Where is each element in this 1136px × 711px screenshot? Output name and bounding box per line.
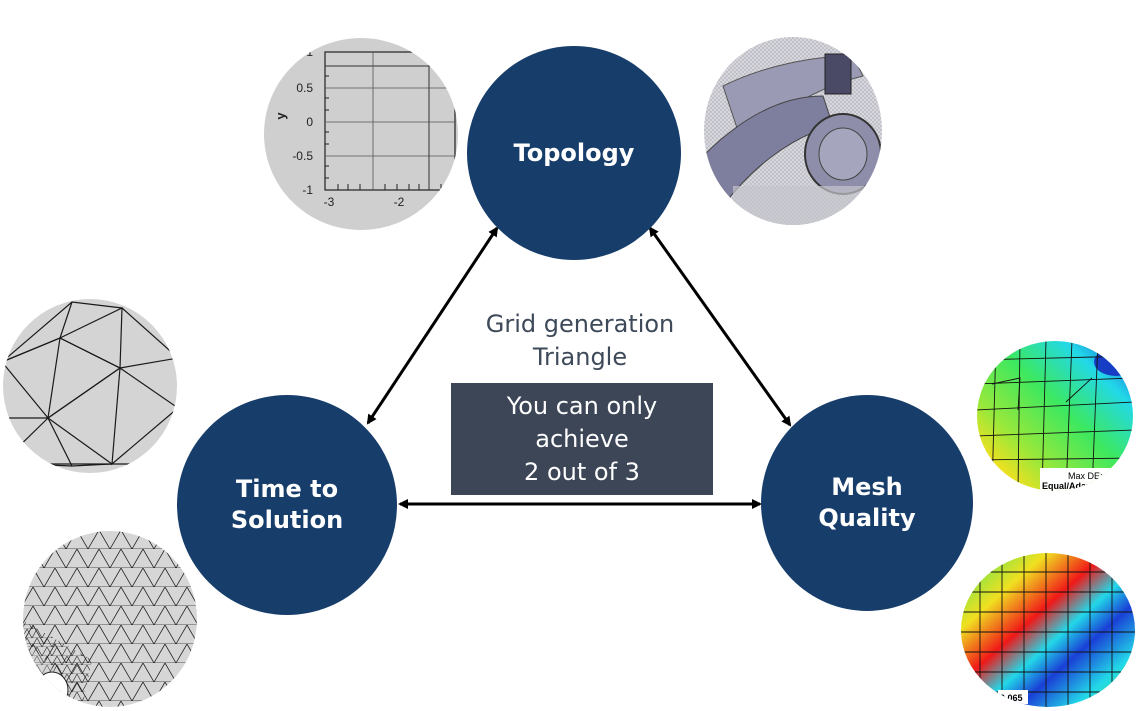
contour-bottom-label: 0.065 — [1000, 693, 1023, 703]
grid-plot-ytick: -0.5 — [292, 149, 313, 163]
center-title: Grid generation Triangle — [485, 310, 675, 371]
grid-plot-ytick: -1 — [302, 183, 313, 197]
contour-top-legend-line2: Equal/Adapted — [1042, 481, 1105, 491]
topology-node: Topology — [467, 46, 681, 260]
time-to-solution-node: Time to Solution — [177, 395, 397, 615]
car-mesh-thumbnail — [704, 37, 882, 225]
arrow-topology-quality — [648, 226, 792, 427]
arrow-topology-time — [366, 226, 499, 425]
mesh-quality-label: Mesh Quality — [818, 473, 916, 532]
fine-triangle-mesh-thumbnail — [23, 531, 197, 707]
time-to-solution-label: Time to Solution — [230, 475, 344, 534]
contour-mesh-thumbnail-bottom: 0.065 — [961, 553, 1135, 707]
mesh-quality-node: Mesh Quality — [761, 395, 973, 611]
grid-plot-ylabel: y — [273, 112, 288, 120]
grid-plot-ytick: 0.5 — [296, 81, 313, 95]
grid-plot-xtick: -2 — [394, 195, 405, 209]
coarse-triangle-mesh-thumbnail — [3, 299, 177, 473]
grid-plot-ytick: 0 — [306, 115, 313, 129]
topology-label: Topology — [513, 138, 635, 167]
grid-plot-xtick: -3 — [324, 195, 335, 209]
center-statement-box: You can only achieve 2 out of 3 — [451, 383, 713, 495]
grid-plot-ytick: 1 — [306, 45, 313, 59]
grid-plot-thumbnail: 1 0.5 0 -0.5 -1 -3 -2 y — [264, 38, 458, 230]
contour-mesh-thumbnail-top: Max DE: 2 Equal/Adapted — [977, 341, 1133, 491]
contour-top-legend-line1: Max DE: 2 — [1068, 471, 1110, 481]
